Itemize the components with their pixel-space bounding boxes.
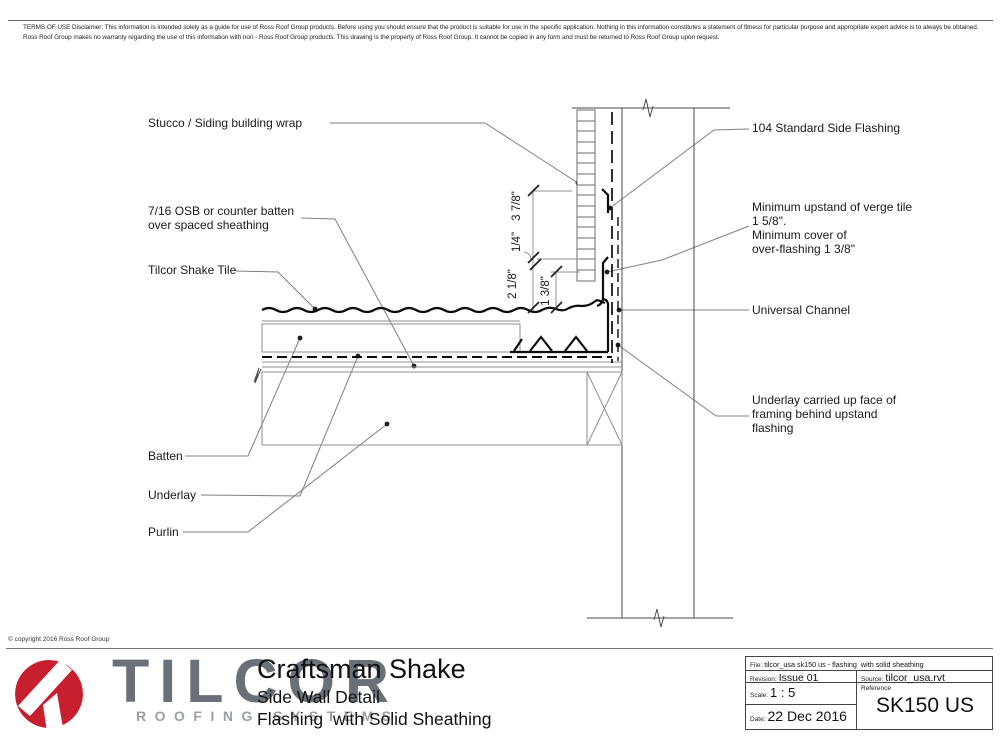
leader-underlay <box>200 355 359 497</box>
drawing-title: Craftsman Shake <box>257 654 466 684</box>
callout-underlay: Underlay <box>148 488 197 502</box>
leader-underlay-up <box>617 344 749 417</box>
scale-value: 1 : 5 <box>770 685 796 700</box>
batten-rect <box>261 323 521 353</box>
footer-rule <box>6 648 993 649</box>
scale-label: Scale: <box>750 692 769 699</box>
callout-stucco: Stucco / Siding building wrap <box>148 116 303 130</box>
terms-line-2: Ross Roof Group makes no warranty regard… <box>23 33 720 41</box>
leader-batten <box>185 337 301 457</box>
callout-purlin: Purlin <box>148 525 179 539</box>
leader-upstand <box>606 225 750 273</box>
wall-lines <box>253 98 733 628</box>
copyright-note: © copyright 2016 Ross Roof Group <box>8 636 110 643</box>
terms-line-1: TERMS OF USE Disclaimer: This informatio… <box>23 24 979 31</box>
reference-label: Reference <box>861 685 891 692</box>
callout-osb: 7/16 OSB or counter batten over spaced s… <box>148 204 295 232</box>
revision-label: Revision: <box>750 676 777 683</box>
break-mark-left <box>253 367 262 384</box>
universal-channel-profile <box>510 297 610 354</box>
dimension-ticks <box>527 184 563 314</box>
callout-side-flashing: 104 Standard Side Flashing <box>752 121 901 135</box>
file-cell: File: tilcor_usa sk150 us - flashing wit… <box>750 660 990 669</box>
framing-cross-section <box>586 371 623 446</box>
leader-lines <box>183 122 750 533</box>
brand-tagline: ROOFING SYSTEMS <box>136 708 400 724</box>
date-value: 22 Dec 2016 <box>767 708 847 724</box>
quarter-dim-leader <box>523 251 532 261</box>
source-label: Source: <box>861 676 884 683</box>
callout-underlay-up: Underlay carried up face of framing behi… <box>752 393 897 435</box>
break-mark-bottom <box>653 608 665 628</box>
stucco-hatch <box>576 109 596 282</box>
file-label: File: <box>750 662 763 669</box>
source-value: tilcor_usa.rvt <box>885 672 945 684</box>
date-cell: Date: 22 Dec 2016 <box>750 708 854 724</box>
callout-batten: Batten <box>148 449 183 463</box>
dim-1-4: 1/4" <box>511 231 523 253</box>
tilcor-logo <box>15 660 83 728</box>
revision-value: Issue 01 <box>778 672 819 684</box>
top-rule <box>8 20 993 21</box>
dim-2-1-8: 2 1/8" <box>507 269 519 299</box>
dim-1-3-8: 1 3/8" <box>540 276 552 306</box>
drawing-subtitle: Side Wall Detail <box>257 687 380 707</box>
break-mark-top <box>642 98 654 118</box>
title-block: File: tilcor_usa sk150 us - flashing wit… <box>745 656 993 730</box>
leader-osb <box>300 217 415 367</box>
source-cell: Source: tilcor_usa.rvt <box>861 672 991 684</box>
titleblock-vline <box>856 670 857 729</box>
terms-of-use: TERMS OF USE Disclaimer: This informatio… <box>23 23 998 42</box>
leader-shake-tile <box>235 270 316 310</box>
leader-purlin <box>183 423 388 533</box>
callout-universal-channel: Universal Channel <box>752 303 851 317</box>
leader-side-flashing <box>609 128 750 209</box>
dimension-lines <box>523 190 580 310</box>
reference-cell: Reference <box>861 685 991 692</box>
callout-shake-tile: Tilcor Shake Tile <box>148 263 237 277</box>
scale-cell: Scale: 1 : 5 <box>750 685 854 700</box>
revision-cell: Revision: Issue 01 <box>750 672 854 684</box>
drawing-subtitle-2: Flashing with Solid Sheathing <box>257 709 492 729</box>
dim-3-7-8: 3 7/8" <box>511 191 523 221</box>
leader-stucco <box>330 122 579 184</box>
roof-layers <box>261 320 623 446</box>
purlin-rect <box>261 371 588 446</box>
file-value: tilcor_usa sk150 us - flashing with soli… <box>764 660 924 669</box>
callout-upstand: Minimum upstand of verge tile 1 5/8". Mi… <box>752 200 913 256</box>
titleblock-hline-2 <box>746 682 992 683</box>
brand-wordmark: TILCOR <box>112 647 400 715</box>
sheet-number: SK150 US <box>875 693 975 717</box>
titleblock-hline-1 <box>746 670 992 671</box>
logo-mark-icon <box>15 660 83 728</box>
date-label: Date: <box>750 716 766 723</box>
side-flashing-profile <box>596 188 610 308</box>
profiles <box>261 112 619 363</box>
leader-dots <box>297 180 622 427</box>
titleblock-hline-3 <box>746 704 856 705</box>
